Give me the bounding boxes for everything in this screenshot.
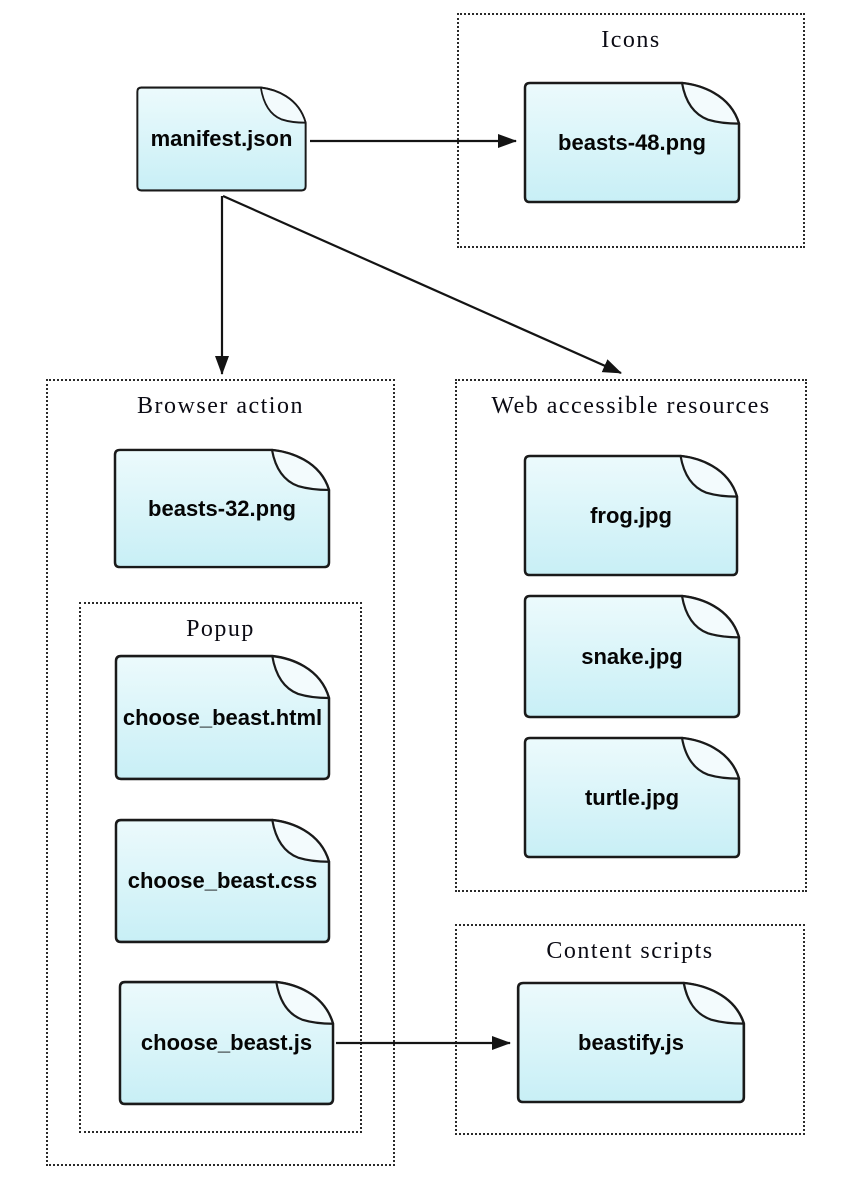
file-node-beastify: beastify.js: [515, 980, 747, 1105]
document-shape-icon: [523, 454, 739, 577]
file-label-choose-beast-css: choose_beast.css: [127, 868, 318, 893]
group-popup: Popup: [79, 602, 362, 1133]
document-shape-icon: [523, 736, 741, 859]
document-shape-icon: [136, 86, 307, 192]
file-label-beastify: beastify.js: [578, 1029, 684, 1055]
document-shape-icon: [523, 594, 741, 719]
file-node-snake: snake.jpg: [522, 593, 742, 720]
group-browser-action-title: Browser action: [137, 393, 304, 419]
file-node-turtle: turtle.jpg: [522, 735, 742, 860]
file-label-choose-beast-js: choose_beast.js: [140, 1030, 313, 1055]
file-node-beasts32: beasts-32.png: [112, 447, 332, 570]
group-icons-title: Icons: [601, 27, 661, 53]
file-label-frog: frog.jpg: [590, 502, 672, 528]
file-node-choose-beast-html: choose_beast.html: [113, 653, 332, 782]
document-shape-icon: [118, 980, 335, 1106]
group-content-scripts-title: Content scripts: [546, 938, 714, 964]
group-content-scripts: Content scripts: [455, 924, 805, 1135]
group-icons: Icons: [457, 13, 805, 248]
file-label-manifest: manifest.json: [150, 126, 293, 151]
file-node-manifest: manifest.json: [135, 85, 308, 193]
file-node-beasts48: beasts-48.png: [522, 80, 742, 205]
group-web-accessible-resources-title: Web accessible resources: [491, 393, 771, 419]
file-label-beasts32: beasts-32.png: [148, 495, 296, 521]
file-node-choose-beast-css: choose_beast.css: [113, 817, 332, 945]
document-shape-icon: [516, 981, 746, 1104]
file-label-snake: snake.jpg: [581, 643, 683, 669]
file-label-turtle: turtle.jpg: [584, 784, 680, 810]
group-browser-action: Browser action: [46, 379, 395, 1166]
file-node-choose-beast-js: choose_beast.js: [117, 979, 336, 1107]
file-label-beasts48: beasts-48.png: [558, 129, 706, 155]
document-shape-icon: [114, 654, 331, 781]
document-shape-icon: [114, 818, 331, 944]
file-label-choose-beast-html: choose_beast.html: [122, 704, 323, 730]
group-web-accessible-resources: Web accessible resources: [455, 379, 807, 892]
file-node-frog: frog.jpg: [522, 453, 740, 578]
document-shape-icon: [113, 448, 331, 569]
group-popup-title: Popup: [186, 616, 255, 642]
document-shape-icon: [523, 81, 741, 204]
